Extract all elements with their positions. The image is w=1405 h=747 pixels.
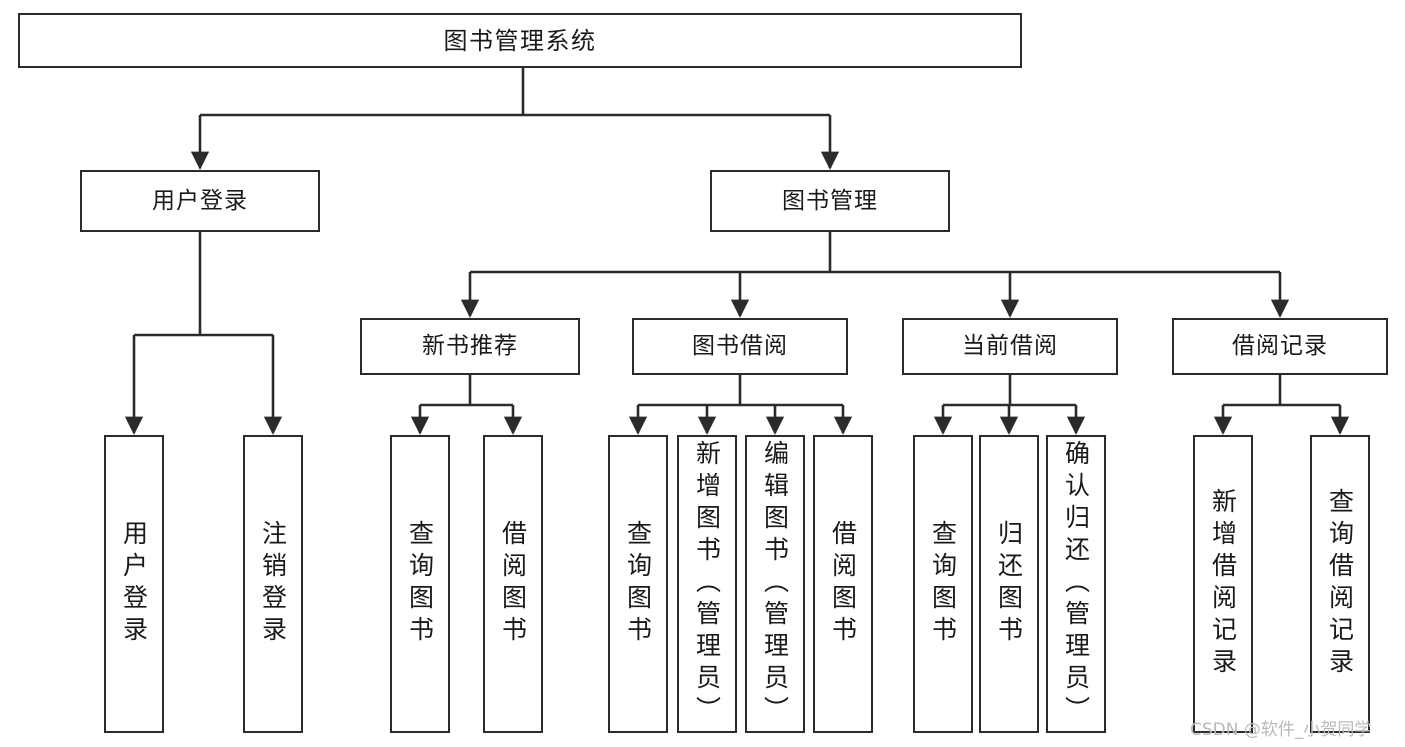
node-leaf-edit-book-label: 编辑图书（管理员） bbox=[760, 440, 790, 728]
node-root[interactable]: 图书管理系统 bbox=[18, 13, 1022, 68]
node-leaf-confirm-return-label: 确认归还（管理员） bbox=[1061, 440, 1091, 728]
node-leaf-confirm-return[interactable]: 确认归还（管理员） bbox=[1046, 435, 1106, 733]
node-book-borrow-label: 图书借阅 bbox=[692, 333, 788, 359]
node-leaf-borrow-book-2[interactable]: 借阅图书 bbox=[813, 435, 873, 733]
node-root-label: 图书管理系统 bbox=[443, 26, 597, 55]
node-borrow-record[interactable]: 借阅记录 bbox=[1172, 318, 1388, 375]
node-current-borrow[interactable]: 当前借阅 bbox=[902, 318, 1118, 375]
node-book-borrow[interactable]: 图书借阅 bbox=[632, 318, 848, 375]
node-leaf-query-book-1[interactable]: 查询图书 bbox=[390, 435, 450, 733]
node-leaf-logout-login-label: 注销登录 bbox=[258, 520, 288, 648]
node-leaf-user-login[interactable]: 用户登录 bbox=[104, 435, 164, 733]
node-leaf-query-record-label: 查询借阅记录 bbox=[1325, 488, 1355, 680]
node-current-borrow-label: 当前借阅 bbox=[962, 333, 1058, 359]
node-leaf-return-book-label: 归还图书 bbox=[994, 520, 1024, 648]
node-leaf-query-book-3[interactable]: 查询图书 bbox=[913, 435, 973, 733]
csdn-watermark: CSDN @软件_小贺同学 bbox=[1190, 720, 1372, 740]
node-leaf-query-book-2[interactable]: 查询图书 bbox=[608, 435, 668, 733]
node-leaf-return-book[interactable]: 归还图书 bbox=[979, 435, 1039, 733]
node-borrow-record-label: 借阅记录 bbox=[1232, 333, 1328, 359]
node-leaf-query-record[interactable]: 查询借阅记录 bbox=[1310, 435, 1370, 733]
node-leaf-add-book[interactable]: 新增图书（管理员） bbox=[677, 435, 737, 733]
node-new-book-recommend-label: 新书推荐 bbox=[422, 333, 518, 359]
node-leaf-query-book-3-label: 查询图书 bbox=[928, 520, 958, 648]
node-book-manage[interactable]: 图书管理 bbox=[710, 170, 950, 232]
node-new-book-recommend[interactable]: 新书推荐 bbox=[360, 318, 580, 375]
node-leaf-borrow-book-1[interactable]: 借阅图书 bbox=[483, 435, 543, 733]
node-leaf-borrow-book-1-label: 借阅图书 bbox=[498, 520, 528, 648]
node-user-login-label: 用户登录 bbox=[152, 187, 248, 214]
node-leaf-query-book-1-label: 查询图书 bbox=[405, 520, 435, 648]
node-leaf-logout-login[interactable]: 注销登录 bbox=[243, 435, 303, 733]
node-leaf-borrow-book-2-label: 借阅图书 bbox=[828, 520, 858, 648]
node-leaf-add-record[interactable]: 新增借阅记录 bbox=[1193, 435, 1253, 733]
node-leaf-query-book-2-label: 查询图书 bbox=[623, 520, 653, 648]
node-user-login[interactable]: 用户登录 bbox=[80, 170, 320, 232]
node-book-manage-label: 图书管理 bbox=[782, 187, 878, 214]
node-leaf-user-login-label: 用户登录 bbox=[119, 520, 149, 648]
node-leaf-edit-book[interactable]: 编辑图书（管理员） bbox=[745, 435, 805, 733]
node-leaf-add-book-label: 新增图书（管理员） bbox=[692, 440, 722, 728]
node-leaf-add-record-label: 新增借阅记录 bbox=[1208, 488, 1238, 680]
